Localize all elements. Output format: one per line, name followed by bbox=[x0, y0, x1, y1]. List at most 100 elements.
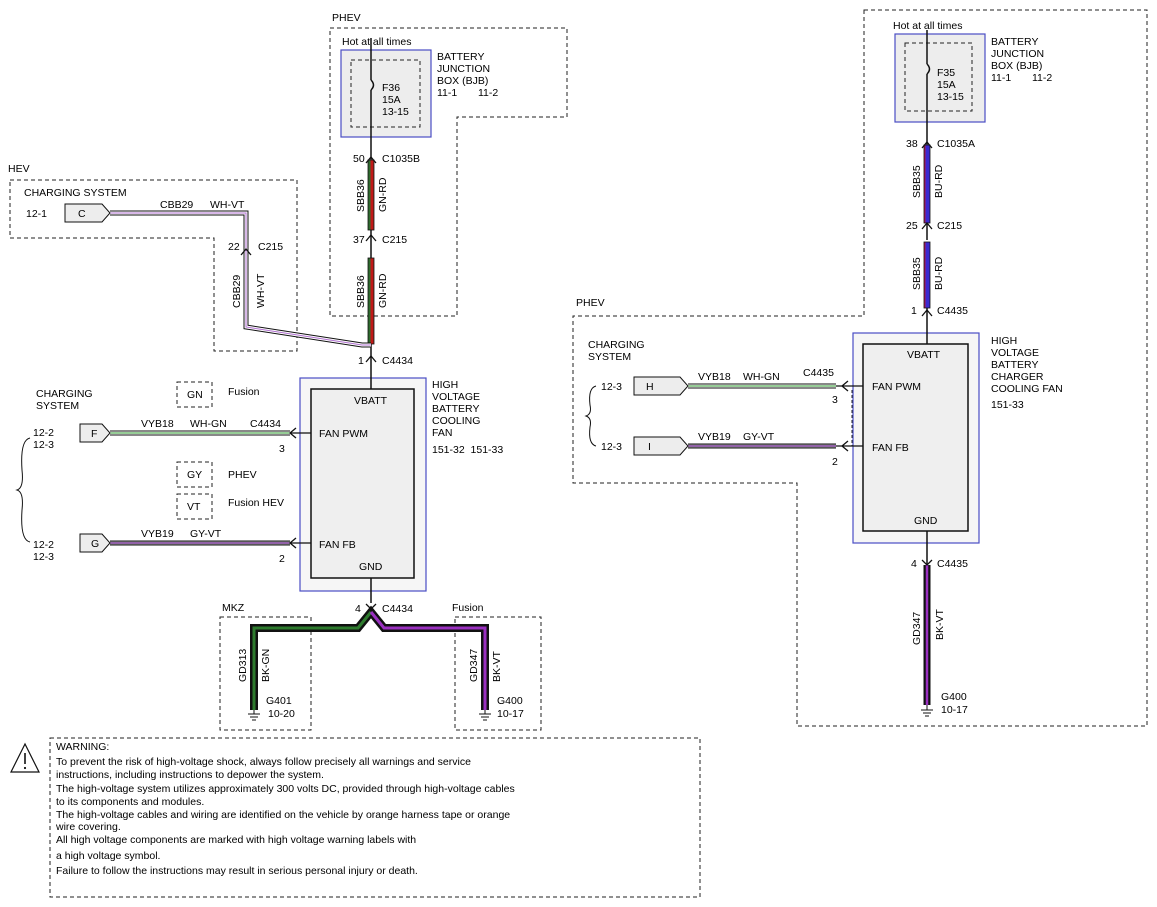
right-upper-circuit: SBB35 bbox=[911, 165, 923, 198]
mkz-label: MKZ bbox=[222, 602, 245, 614]
c1035a-label: C1035A bbox=[937, 138, 975, 150]
right-upper-color: BU-RD bbox=[933, 164, 945, 198]
center-module-refs: 151-32 151-33 bbox=[432, 444, 503, 456]
right-module-title-1: HIGH bbox=[991, 335, 1017, 347]
hev-vert-color: WH-VT bbox=[255, 273, 267, 308]
right-gnd-pin: 4 bbox=[911, 558, 917, 570]
connector-flags bbox=[64, 203, 689, 553]
h-circuit: VYB18 bbox=[698, 371, 731, 383]
hev-charging-ref: 12-1 bbox=[26, 208, 47, 220]
i-pin: 2 bbox=[832, 456, 838, 468]
right-feed-wire bbox=[923, 30, 931, 344]
warning-line-2: instructions, including instructions to … bbox=[56, 769, 324, 781]
connector-h-flag bbox=[633, 376, 689, 396]
warning-line-4: to its components and modules. bbox=[56, 796, 204, 808]
mkz-region bbox=[219, 616, 312, 731]
mkz-circuit: GD313 bbox=[237, 649, 249, 682]
right-region bbox=[572, 9, 1148, 727]
right-vbatt: VBATT bbox=[907, 349, 941, 361]
right-fuse-3: 13-15 bbox=[937, 91, 964, 103]
fusion-label: Fusion bbox=[452, 602, 484, 614]
connector-g-flag bbox=[79, 533, 111, 553]
g-circuit: VYB19 bbox=[141, 528, 174, 540]
right-charging-title-1: CHARGING bbox=[588, 339, 645, 351]
hev-charging-title: CHARGING SYSTEM bbox=[24, 187, 127, 199]
right-brace bbox=[584, 385, 597, 447]
right-fan-pwm: FAN PWM bbox=[872, 381, 921, 393]
center-module-title-3: BATTERY bbox=[432, 403, 479, 415]
warning-line-1: To prevent the risk of high-voltage shoc… bbox=[56, 756, 471, 768]
g-ref-2: 12-3 bbox=[33, 551, 54, 563]
f-pin: 3 bbox=[279, 443, 285, 455]
center-fuse-3: 13-15 bbox=[382, 106, 409, 118]
mkz-ground: G401 bbox=[266, 695, 292, 707]
hev-c215-pin: 22 bbox=[228, 241, 240, 253]
right-gnd-connector: C4435 bbox=[937, 558, 968, 570]
left-charging-title-2: SYSTEM bbox=[36, 400, 79, 412]
warning-line-5: The high-voltage cables and wiring are i… bbox=[56, 809, 510, 821]
legend-gy-box bbox=[176, 461, 213, 488]
legend-vt-code: VT bbox=[187, 501, 201, 513]
f-color: WH-GN bbox=[190, 418, 227, 430]
right-lower-circuit: SBB35 bbox=[911, 257, 923, 290]
warning-line-3: The high-voltage system utilizes approxi… bbox=[56, 783, 515, 795]
i-color: GY-VT bbox=[743, 431, 775, 443]
i-circuit: VYB19 bbox=[698, 431, 731, 443]
phev-center-region bbox=[329, 27, 568, 317]
right-module-title-3: BATTERY bbox=[991, 359, 1038, 371]
right-bjb-box bbox=[894, 33, 986, 123]
connector-i-letter: I bbox=[648, 441, 651, 453]
center-c215-pin: 37 bbox=[353, 234, 365, 246]
h-color: WH-GN bbox=[743, 371, 780, 383]
f-circuit: VYB18 bbox=[141, 418, 174, 430]
connector-c-flag bbox=[64, 203, 111, 223]
g-ref-1: 12-2 bbox=[33, 539, 54, 551]
center-fan-pwm: FAN PWM bbox=[319, 428, 368, 440]
center-bjb-ref-1: 11-1 bbox=[437, 87, 457, 99]
legend-gn-box bbox=[176, 381, 213, 408]
connector-g-letter: G bbox=[91, 538, 99, 550]
center-bjb-ref-2: 11-2 bbox=[478, 87, 498, 99]
center-ground-wires bbox=[250, 578, 489, 714]
c4434-pin: 1 bbox=[358, 355, 364, 367]
center-bjb-line-3: BOX (BJB) bbox=[437, 75, 488, 87]
center-module-title-4: COOLING bbox=[432, 415, 480, 427]
connector-h-letter: H bbox=[646, 381, 654, 393]
right-module-ref: 151-33 bbox=[991, 399, 1024, 411]
h-ref: 12-3 bbox=[601, 381, 622, 393]
warning-title: WARNING: bbox=[56, 741, 109, 753]
hev-wh-vt-wire bbox=[110, 210, 371, 348]
right-hot-label: Hot at all times bbox=[893, 20, 962, 32]
legend-gn-label: Fusion bbox=[228, 386, 260, 398]
right-bjb-line-3: BOX (BJB) bbox=[991, 60, 1042, 72]
right-c215-label: C215 bbox=[937, 220, 962, 232]
warning-line-8: a high voltage symbol. bbox=[56, 850, 160, 862]
right-module-title-4: CHARGER bbox=[991, 371, 1044, 383]
legend-vt-label: Fusion HEV bbox=[228, 497, 284, 509]
right-lower-color: BU-RD bbox=[933, 256, 945, 290]
center-bjb-line-2: JUNCTION bbox=[437, 63, 490, 75]
center-bjb-box bbox=[340, 49, 432, 138]
warning-line-7: All high voltage components are marked w… bbox=[56, 834, 416, 846]
c1035b-label: C1035B bbox=[382, 153, 420, 165]
mkz-ref: 10-20 bbox=[268, 708, 295, 720]
center-c215-label: C215 bbox=[382, 234, 407, 246]
fusion-ref: 10-17 bbox=[497, 708, 524, 720]
connector-arrows bbox=[240, 140, 933, 610]
center-module-title-1: HIGH bbox=[432, 379, 458, 391]
region-outlines bbox=[9, 9, 1148, 898]
warning-box bbox=[49, 737, 701, 898]
center-fan-fb: FAN FB bbox=[319, 539, 356, 551]
center-module-inner bbox=[310, 388, 415, 579]
right-module-title-5: COOLING FAN bbox=[991, 383, 1063, 395]
center-upper-circuit: SBB36 bbox=[355, 179, 367, 212]
center-bjb-line-1: BATTERY bbox=[437, 51, 484, 63]
phev-right-label: PHEV bbox=[576, 297, 605, 309]
center-hot-label: Hot at all times bbox=[342, 36, 411, 48]
right-charging-title-2: SYSTEM bbox=[588, 351, 631, 363]
legend-gy-code: GY bbox=[187, 469, 202, 481]
center-lower-color: GN-RD bbox=[377, 273, 389, 308]
c4435-pin: 1 bbox=[911, 305, 917, 317]
right-gnd-ref: 10-17 bbox=[941, 704, 968, 716]
